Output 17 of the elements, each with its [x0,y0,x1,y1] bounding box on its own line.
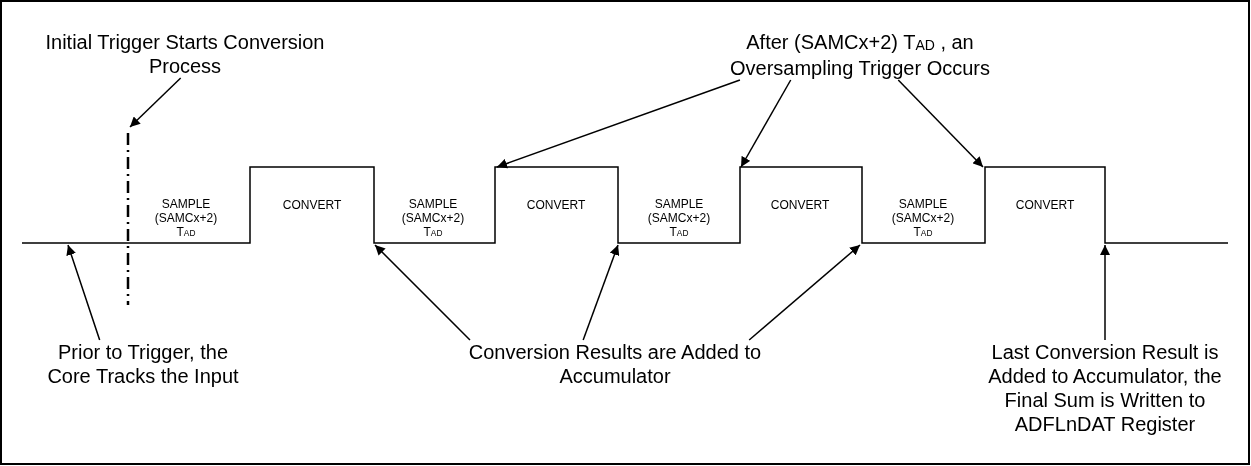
callout-text: Initial Trigger Starts Conversion Process [44,30,326,78]
leader-arrow [129,77,182,128]
leader-arrow [66,244,101,341]
callout-text: Prior to Trigger, the Core Tracks the Input [46,340,240,388]
phase-label: CONVERT [1014,198,1076,212]
phase-label: CONVERT [769,198,831,212]
phase-label: CONVERT [525,198,587,212]
callout-text: Conversion Results are Added to Accumulator [467,340,763,388]
leader-arrow [897,79,984,168]
leader-arrow [374,244,471,341]
callout-text: Last Conversion Result is Added to Accumulator, the Final Sum is Written to ADFLnDAT Register [987,340,1223,436]
phase-label: CONVERT [281,198,343,212]
leader-arrow [496,79,741,169]
leader-arrow [582,244,620,341]
leader-arrow [740,79,792,168]
leader-arrow [1100,244,1110,341]
leader-arrow [748,244,861,341]
